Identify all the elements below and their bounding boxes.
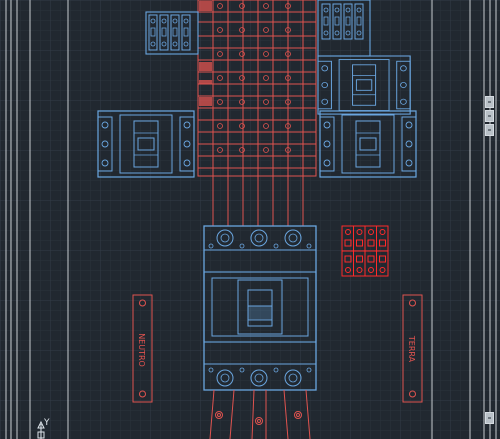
neutral-label: NEUTRO: [137, 333, 146, 367]
busbar-hatches: [199, 1, 212, 106]
enclosure-frame: [5, 0, 497, 439]
earth-bar[interactable]: [402, 294, 423, 403]
main-breaker[interactable]: [203, 225, 317, 391]
ucs-icon: [37, 420, 45, 439]
feeder-lines: [212, 176, 304, 226]
busbar-comb: [197, 0, 317, 177]
scroll-handle-icon[interactable]: [485, 412, 494, 424]
busbar-bolts: [217, 3, 291, 153]
modular-breakers-top-left[interactable]: [145, 11, 199, 55]
neutral-bar[interactable]: [132, 294, 153, 403]
scroll-handle-icon[interactable]: [485, 124, 494, 136]
terminal-block-selected[interactable]: [341, 225, 389, 277]
earth-label: TERRA: [407, 335, 416, 363]
scroll-handle-icon[interactable]: [485, 110, 494, 122]
ucs-axis-label: Y: [44, 418, 50, 428]
incoming-cables: [209, 389, 311, 439]
scroll-handle-icon[interactable]: [485, 96, 494, 108]
